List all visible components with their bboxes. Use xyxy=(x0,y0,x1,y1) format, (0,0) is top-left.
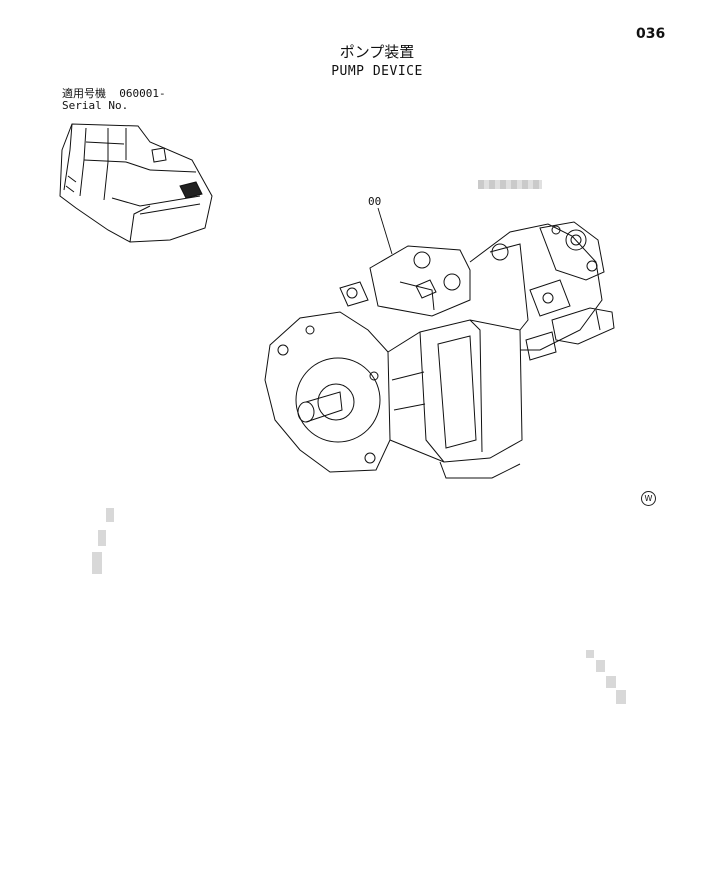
title-block: ポンプ装置 PUMP DEVICE xyxy=(0,42,704,82)
page-title-english: PUMP DEVICE xyxy=(331,64,423,79)
serial-block: 適用号機 060001- Serial No. xyxy=(62,88,166,112)
pump-device-drawing xyxy=(264,221,615,479)
serial-label-english: Serial No. xyxy=(62,99,129,112)
page-number: 036 xyxy=(636,26,666,42)
serial-row: 適用号機 060001- xyxy=(62,88,166,100)
callout-leader xyxy=(377,207,393,255)
callout-label: 00 xyxy=(368,195,382,208)
redacted-text xyxy=(478,180,542,189)
page-title-japanese: ポンプ装置 xyxy=(339,43,415,61)
excavator-thumbnail-icon xyxy=(59,123,213,243)
circled-w-mark: W xyxy=(641,491,656,506)
serial-value: 060001- xyxy=(119,87,166,100)
serial-label-japanese: 適用号機 xyxy=(62,87,106,100)
scan-smudges xyxy=(92,508,626,704)
